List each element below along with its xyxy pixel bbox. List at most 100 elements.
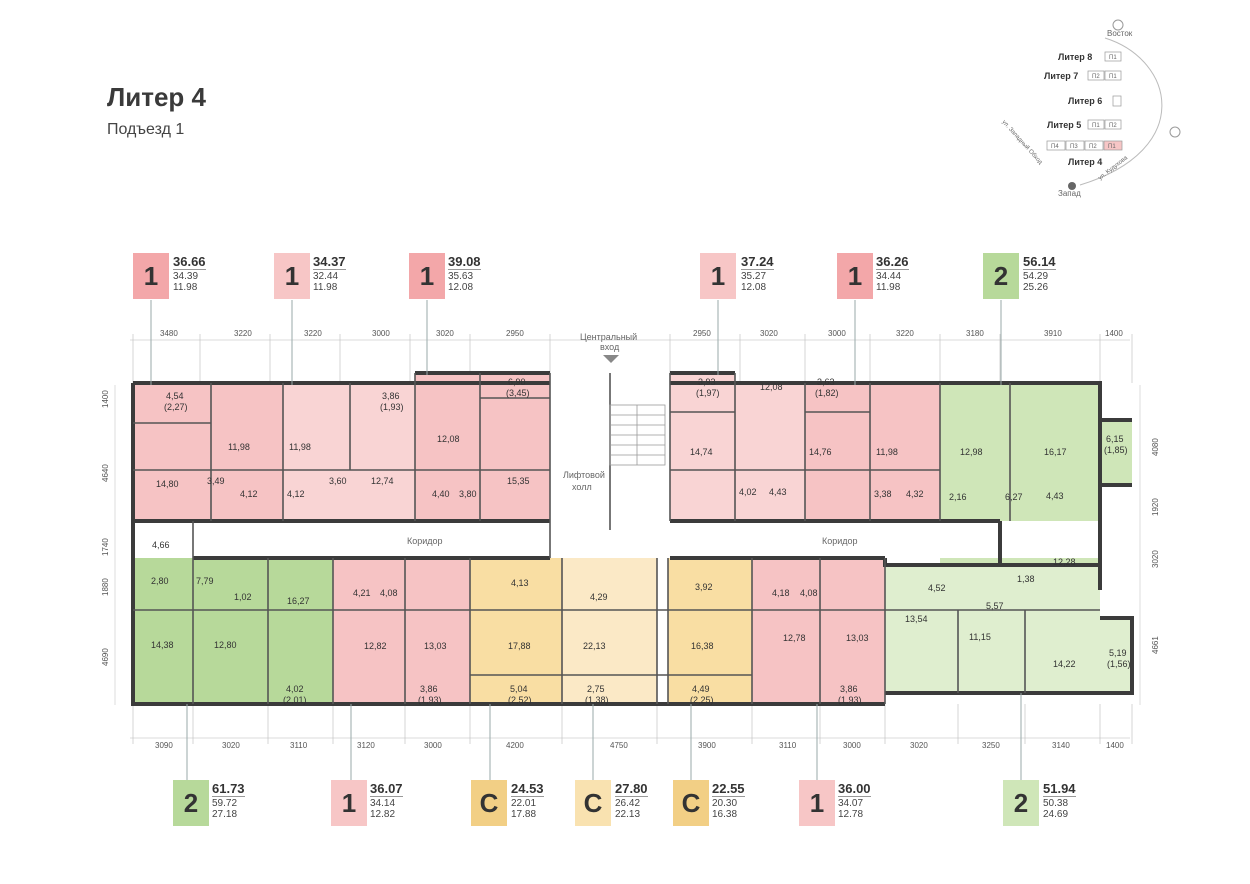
apartment-bottom-2[interactable]	[333, 558, 470, 704]
entrance-label-2: вход	[600, 342, 620, 352]
apartment-type-badge[interactable]: 2	[173, 780, 209, 826]
dim-bottom: 3250	[982, 741, 1000, 750]
minimap-street-2: ул. Кудухова	[1098, 155, 1130, 182]
lift-hall-label-1: Лифтовой	[563, 470, 605, 480]
room-area: 22,13	[583, 641, 606, 651]
apartment-type-badge[interactable]: 2	[1003, 780, 1039, 826]
room-area: 12,78	[783, 633, 806, 643]
apartment-top-1[interactable]	[133, 383, 211, 521]
apartment-bottom-7[interactable]	[885, 565, 1100, 693]
apartment-bottom-6[interactable]	[752, 558, 885, 704]
apartment-type-badge[interactable]: 1	[700, 253, 736, 299]
staircase	[609, 404, 666, 466]
room-area: 14,76	[809, 447, 832, 457]
apartment-type-badge[interactable]: 2	[983, 253, 1019, 299]
dim-bottom: 4200	[506, 741, 524, 750]
room-area: 1,38	[1017, 574, 1035, 584]
dim-top: 3180	[966, 329, 984, 338]
room-area: (1,97)	[696, 388, 720, 398]
room-area: 4,08	[380, 588, 398, 598]
minimap-liter-5: Литер 5	[1047, 120, 1081, 130]
dim-top: 2950	[506, 329, 524, 338]
sun-east-icon	[1112, 19, 1124, 31]
dim-bottom: 3120	[357, 741, 375, 750]
room-area: 12,82	[364, 641, 387, 651]
dim-left: 1880	[101, 578, 110, 596]
apartment-top-2[interactable]	[283, 383, 415, 521]
corridor-right-label: Коридор	[822, 536, 858, 546]
room-area: 4,43	[1046, 491, 1064, 501]
room-area: 3,38	[874, 489, 892, 499]
apartment-type-badge[interactable]: С	[575, 780, 611, 826]
apartment-type-badge[interactable]: С	[471, 780, 507, 826]
room-area: 11,98	[876, 447, 898, 457]
room-area: 13,03	[424, 641, 447, 651]
apartment-bottom-3[interactable]	[470, 558, 562, 704]
room-area: 3,86	[382, 391, 400, 401]
lift-hall-label-2: холл	[572, 482, 592, 492]
apartment-type-badge[interactable]: 1	[331, 780, 367, 826]
apartment-top-1b[interactable]	[211, 383, 283, 521]
room-area: 4,54	[166, 391, 184, 401]
svg-text:П3: П3	[1070, 144, 1078, 150]
apartment-top-4b[interactable]	[735, 383, 805, 521]
room-area: 5,57	[986, 601, 1004, 611]
room-area: 15,35	[507, 476, 530, 486]
room-area: 17,88	[508, 641, 531, 651]
apartment-bottom-1b[interactable]	[193, 558, 333, 704]
room-area: 4,52	[928, 583, 946, 593]
minimap-liter-7: Литер 7	[1044, 71, 1078, 81]
room-area: (2,25)	[690, 695, 714, 705]
apartment-type-badge[interactable]: 1	[837, 253, 873, 299]
room-area: 14,80	[156, 479, 179, 489]
room-area: 4,49	[692, 684, 710, 694]
apartment-type-badge[interactable]: 1	[409, 253, 445, 299]
room-area: (1,82)	[815, 388, 839, 398]
room-area: 4,40	[432, 489, 450, 499]
minimap-street-1: ул. Западный Обход	[1001, 119, 1045, 166]
room-area: 4,02	[739, 487, 757, 497]
room-area: 12,28	[1053, 557, 1076, 567]
dim-bottom: 3000	[843, 741, 861, 750]
room-area: 16,38	[691, 641, 714, 651]
apartment-type-badge[interactable]: С	[673, 780, 709, 826]
dim-right: 3020	[1151, 550, 1160, 568]
dim-bottom: 3000	[424, 741, 442, 750]
room-area: 13,03	[846, 633, 869, 643]
apartment-bottom-7-balcony[interactable]	[1100, 618, 1132, 693]
apartment-bottom-5[interactable]	[668, 558, 752, 704]
apartment-type-badge[interactable]: 1	[799, 780, 835, 826]
room-area: 6,27	[1005, 492, 1023, 502]
dim-top: 3000	[372, 329, 390, 338]
dim-bottom: 3020	[222, 741, 240, 750]
room-area: 4,02	[286, 684, 304, 694]
minimap-liter-8: Литер 8	[1058, 52, 1092, 62]
dim-top: 3000	[828, 329, 846, 338]
bottom-dimensions: 3090 3020 3110 3120 3000 4200 4750 3900 …	[155, 741, 1124, 750]
svg-text:П2: П2	[1092, 74, 1100, 80]
apartment-top-5[interactable]	[805, 383, 940, 521]
page-subtitle: Подъезд 1	[107, 121, 185, 138]
site-minimap: Восток Запад Литер 8 П1 Литер 7 П2 П1 Ли…	[1001, 19, 1181, 198]
room-area: 3,63	[817, 377, 835, 387]
apartment-top-6-balcony[interactable]	[1100, 420, 1132, 485]
apartment-type-badge[interactable]: 1	[274, 253, 310, 299]
room-area: 4,12	[240, 489, 258, 499]
apartment-top-4[interactable]	[670, 373, 735, 521]
room-area: 4,32	[906, 489, 924, 499]
apartment-bottom-4[interactable]	[562, 558, 657, 704]
sun-west-icon	[1068, 182, 1076, 190]
dim-top: 3480	[160, 329, 178, 338]
minimap-liter-4: Литер 4	[1068, 157, 1102, 167]
room-area: 6,15	[1106, 434, 1124, 444]
room-area: 3,49	[207, 476, 225, 486]
apartment-type-badge[interactable]: 1	[133, 253, 169, 299]
